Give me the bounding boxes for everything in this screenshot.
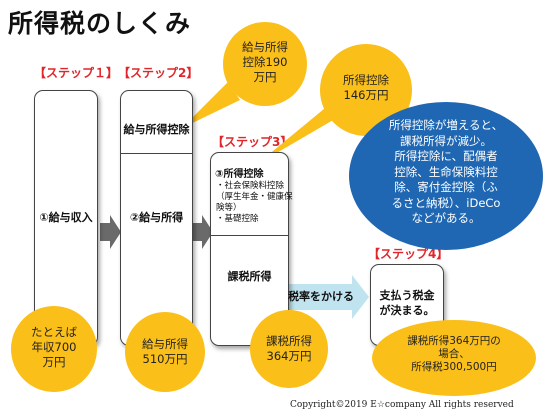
callout-income-deduction — [320, 44, 412, 136]
tax-due-line2: が決まる。 — [379, 304, 435, 317]
callout-tail-income-deduction — [256, 104, 340, 165]
info-line-5: 除、寄付金控除（ふ — [394, 180, 498, 194]
salary-deduction-label: 給与所得控除 — [123, 123, 190, 136]
deduction-item-2: （厚生年金・健康保 — [216, 192, 293, 202]
tax-example-line2: 場合、 — [438, 348, 470, 360]
tax-example-text: 課税所得364万円の 場合、 所得税300,500円 — [384, 335, 524, 374]
info-line-3: 所得控除に、配偶者 — [394, 149, 498, 163]
info-bubble — [349, 102, 543, 250]
callout-salary-deduction — [223, 22, 307, 106]
copyright: Copyright©2019 E☆company All rights rese… — [290, 400, 514, 410]
callout-taxable-income — [250, 310, 328, 388]
salary-income-box: ①給与収入 — [34, 90, 98, 346]
info-bubble-text: 所得控除が増えると、 課税所得が減少。 所得控除に、配偶者 控除、生命保険料控 … — [358, 118, 534, 227]
tax-example-line1: 課税所得364万円の — [407, 335, 501, 347]
salary-income-bubble-line2: 510万円 — [142, 352, 188, 366]
annual-income-line3: 万円 — [42, 355, 66, 369]
tax-example-line3: 所得税300,500円 — [411, 361, 497, 373]
salary-income-bubble-text: 給与所得 510万円 — [126, 337, 204, 367]
annual-income-line1: たとえば — [31, 325, 77, 339]
salary-deduction-bubble-line1: 給与所得 — [242, 40, 288, 54]
step1-label: 【ステップ１】 — [34, 66, 119, 80]
info-line-2: 課税所得が減少。 — [400, 133, 492, 148]
step3-divider — [211, 235, 288, 236]
page-title: 所得税のしくみ — [8, 9, 192, 38]
salary-deduction-bubble-text: 給与所得 控除190 万円 — [225, 40, 305, 85]
arrow-step1-to-step2 — [100, 215, 121, 249]
deduction-item-4: ・基礎控除 — [216, 214, 259, 224]
deduction-item-1: ・社会保険料控除 — [216, 181, 285, 191]
taxable-income-bubble-line1: 課税所得 — [266, 334, 312, 348]
salary-income-bubble-line1: 給与所得 — [142, 337, 188, 351]
callout-tail-salary-deduction — [182, 82, 240, 128]
info-line-6: るさと納税）、iDeCo — [391, 195, 501, 210]
taxable-income-bubble-text: 課税所得 364万円 — [251, 334, 327, 364]
taxable-income-label: 課税所得 — [227, 270, 272, 283]
income-deduction-bubble-line2: 146万円 — [343, 88, 389, 102]
tax-rate-label: 税率をかける — [288, 290, 354, 303]
annual-income-text: たとえば 年収700 万円 — [14, 325, 94, 370]
income-deduction-label: ③所得控除 — [215, 169, 264, 180]
arrow-tax-rate — [280, 275, 369, 319]
info-line-1: 所得控除が増えると、 — [388, 118, 504, 132]
salary-deduction-bubble-line2: 控除190 — [242, 55, 288, 69]
step4-label: 【ステップ4】 — [368, 247, 449, 261]
deduction-item-3: 険等） — [216, 203, 242, 213]
tax-due-line1: 支払う税金 — [379, 289, 435, 302]
callout-salary-income — [125, 312, 205, 392]
callout-annual-income — [11, 306, 97, 392]
info-line-7: などがある。 — [411, 211, 481, 225]
step3-label: 【ステップ3】 — [212, 135, 293, 149]
salary-income2-label: ②給与所得 — [129, 211, 184, 224]
income-deduction-bubble-text: 所得控除 146万円 — [326, 73, 406, 103]
callout-tax-example — [372, 320, 536, 396]
info-line-4: 控除、生命保険料控 — [394, 164, 498, 179]
salary-income-label: ①給与収入 — [39, 211, 93, 224]
taxable-income-bubble-line2: 364万円 — [266, 349, 312, 363]
step2-label: 【ステップ2】 — [118, 66, 199, 80]
arrow-step2-to-step3 — [193, 215, 213, 249]
salary-income2-box: 給与所得控除 ②給与所得 — [120, 90, 193, 346]
step2-divider — [121, 153, 192, 154]
annual-income-line2: 年収700 — [31, 340, 77, 354]
salary-deduction-bubble-line3: 万円 — [253, 70, 277, 84]
income-deduction-bubble-line1: 所得控除 — [343, 73, 389, 87]
